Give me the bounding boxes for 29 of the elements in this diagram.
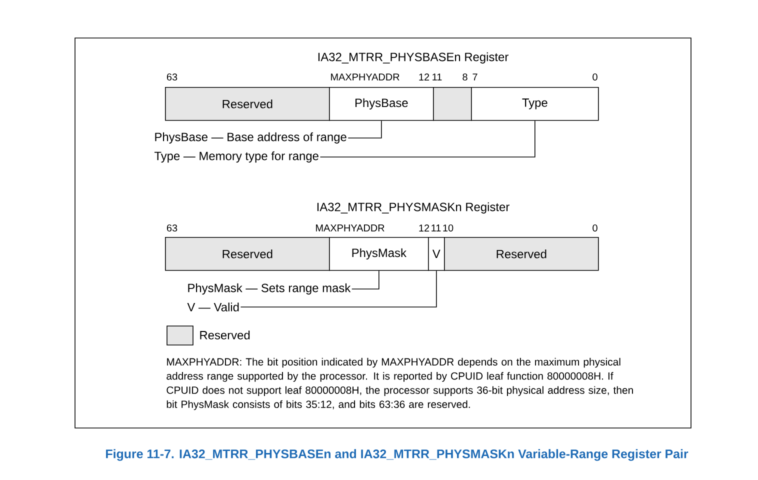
bit-number: 8 xyxy=(462,73,468,81)
register-field: PhysBase xyxy=(329,87,434,121)
leader-line xyxy=(351,270,380,290)
register-field: Reserved xyxy=(165,236,330,271)
bit-number: 11 xyxy=(432,224,441,232)
leader-line xyxy=(348,120,382,138)
note-text: MAXPHYADDR: The bit position indicated by MAXPHYADDR depends on the maximum physical address range supported by the processor. It is reported by CPUID leaf function 80000008H. If CPUID does not support leaf 80000008H, the processor supports 36-bit physical address size, then bit PhysMask consists of bits 35:12, and bits 63:36 are reserved. xyxy=(166,358,633,410)
leader-text: PhysMask — Sets range mask xyxy=(188,283,351,295)
register-field: Reserved xyxy=(165,87,330,121)
leader-line xyxy=(320,120,536,158)
bit-number: 12 xyxy=(419,74,430,80)
leader-text: PhysBase — Base address of range xyxy=(155,132,346,144)
bit-number: 12 xyxy=(419,224,430,232)
bit-label: MAXPHYADDR xyxy=(316,224,384,232)
bit-number: 11 xyxy=(432,74,442,80)
leader-text: V — Valid xyxy=(187,302,239,312)
bit-number: 10 xyxy=(443,224,454,232)
legend-label: Reserved xyxy=(200,330,250,340)
figure-caption: Figure 11-7. IA32_MTRR_PHYSBASEn and IA32_MTRR_PHYSMASKn Variable-Range Register Pair xyxy=(106,449,688,461)
leader-text: Type — Memory type for range xyxy=(154,151,318,163)
bit-number: 7 xyxy=(472,74,478,80)
register-title: IA32_MTRR_PHYSMASKn Register xyxy=(317,202,510,214)
register-field: Type xyxy=(471,87,599,121)
bit-label: MAXPHYADDR xyxy=(331,74,400,80)
register-field: V xyxy=(428,236,445,271)
register-title: IA32_MTRR_PHYSBASEn Register xyxy=(318,52,508,64)
register-field xyxy=(433,87,472,121)
leader-line xyxy=(240,270,437,308)
register-field: Reserved xyxy=(444,236,599,271)
